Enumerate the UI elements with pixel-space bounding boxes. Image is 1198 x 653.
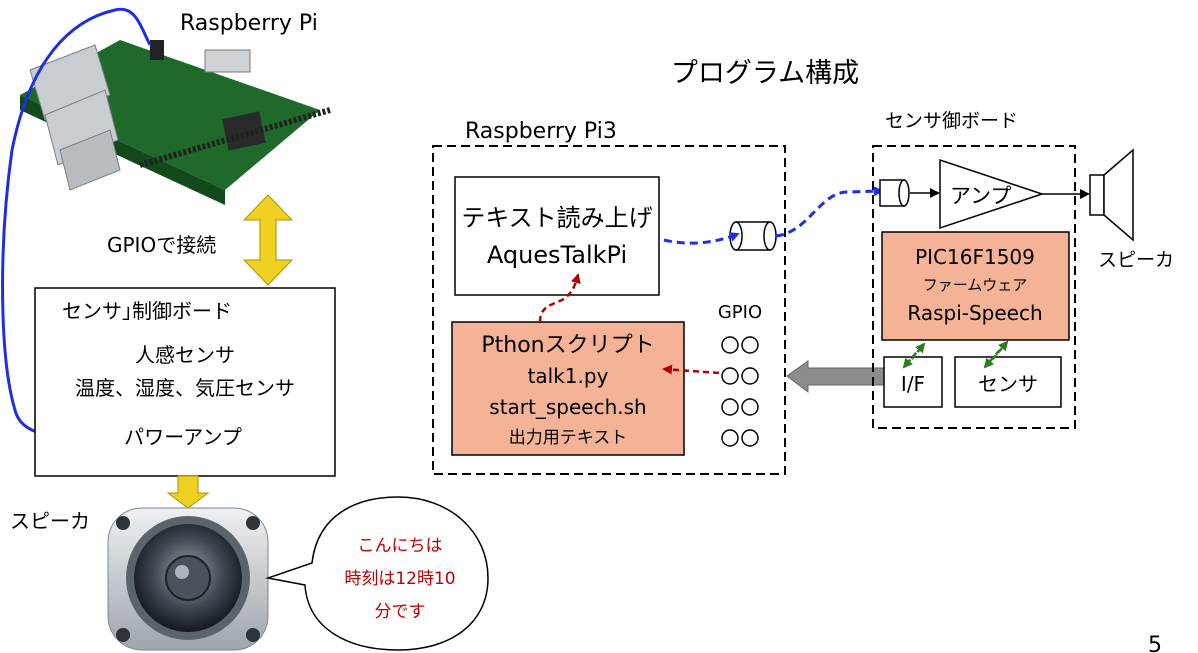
pic-chip-label: PIC16F1509 xyxy=(915,245,1035,269)
pic-box xyxy=(881,231,1070,341)
raspberry-pi-label: Raspberry Pi xyxy=(180,11,318,36)
jack-to-amp-arrow xyxy=(775,186,884,238)
gpio-connect-label: GPIOで接続 xyxy=(107,233,216,257)
pic-firmware-label: ファームウェア xyxy=(923,276,1028,294)
pic-if-arrow xyxy=(902,342,926,369)
pi-audio-jack-icon xyxy=(729,221,777,251)
right-speaker-icon xyxy=(1089,148,1134,242)
tts-to-jack-arrow xyxy=(663,232,740,245)
board-to-gpio-arrow xyxy=(786,360,885,394)
left-speaker-label: スピーカ xyxy=(10,509,90,533)
tts-line-2: AquesTalkPi xyxy=(487,241,627,269)
sensor-board-dashed-box xyxy=(872,145,1076,429)
board-line-env-sensor: 温度、湿度、気圧センサ xyxy=(75,376,295,400)
audio-cable xyxy=(1,7,152,441)
script-box xyxy=(451,321,685,456)
pic-name-label: Raspi-Speech xyxy=(907,301,1042,325)
script-line-1: talk1.py xyxy=(528,364,609,388)
script-to-tts-arrow xyxy=(538,273,581,323)
sensor-board-label: センサ御ボード xyxy=(885,110,1018,132)
script-line-3: 出力用テキスト xyxy=(509,428,628,448)
tts-box xyxy=(454,176,660,296)
speech-bubble xyxy=(265,496,489,651)
right-speaker-label: スピーカ xyxy=(1098,249,1174,271)
speaker-icon xyxy=(107,507,269,651)
board-line-motion-sensor: 人感センサ xyxy=(135,343,235,367)
sensor-box xyxy=(954,356,1062,408)
if-label: I/F xyxy=(901,372,925,396)
gpio-label: GPIO xyxy=(718,302,762,323)
tts-line-1: テキスト読み上げ xyxy=(461,204,652,232)
speech-line-2: 時刻は12時10 xyxy=(344,569,455,589)
sensor-control-board-box xyxy=(34,287,336,477)
page-number: 5 xyxy=(1148,633,1162,653)
gpio-pins xyxy=(721,336,759,447)
raspberry-pi-board-image xyxy=(20,40,331,205)
script-title: Pthonスクリプト xyxy=(481,333,654,358)
speech-line-3: 分です xyxy=(375,602,426,622)
board-line-power-amp: パワーアンプ xyxy=(124,425,242,449)
amp-label: アンプ xyxy=(950,184,1012,208)
sensor-label: センサ xyxy=(978,372,1038,396)
script-line-2: start_speech.sh xyxy=(489,395,646,419)
speech-line-1: こんにちは xyxy=(358,536,443,556)
pi3-dashed-box xyxy=(432,145,786,475)
pi3-box-label: Raspberry Pi3 xyxy=(465,119,617,144)
gpio-connection-arrow xyxy=(242,194,294,286)
board-audio-jack-icon xyxy=(879,179,910,207)
program-structure-title: プログラム構成 xyxy=(671,58,859,89)
board-title: センサ｣制御ボード xyxy=(62,299,232,323)
amp-to-speaker-arrow xyxy=(166,475,210,509)
amp-triangle xyxy=(939,158,1045,230)
